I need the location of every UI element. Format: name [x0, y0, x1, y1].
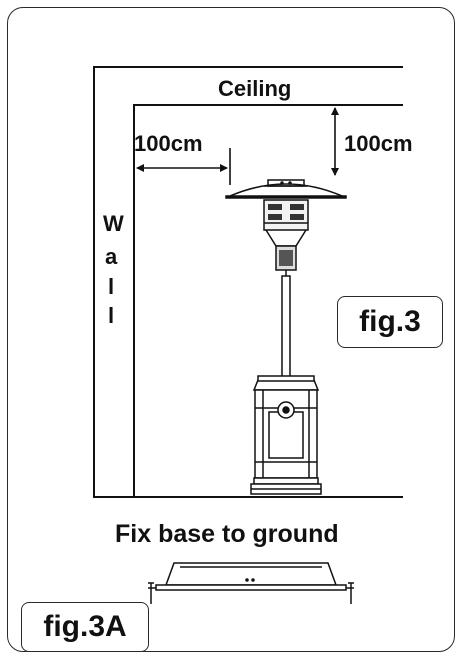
inner-wall-line	[133, 104, 403, 497]
figure-3-badge: fig.3	[337, 296, 443, 348]
fix-base-caption: Fix base to ground	[115, 520, 339, 548]
wall-label-letter: a	[105, 244, 118, 269]
ceiling-clearance-label: 100cm	[344, 131, 413, 156]
page-frame	[7, 7, 455, 652]
figure-3a-badge: fig.3A	[21, 602, 149, 652]
wall-label-letter: l	[108, 274, 115, 299]
wall-clearance-arrow	[136, 148, 231, 185]
ceiling-clearance-arrow	[331, 107, 339, 176]
room-outline	[93, 66, 403, 498]
outer-wall-line	[93, 66, 403, 498]
ceiling-label: Ceiling	[218, 76, 292, 101]
wall-label-letter: W	[103, 211, 124, 236]
patio-heater-illustration	[225, 179, 347, 495]
base-plate-illustration	[148, 562, 354, 604]
wall-clearance-label: 100cm	[134, 131, 203, 156]
wall-label-letter: l	[108, 303, 115, 328]
